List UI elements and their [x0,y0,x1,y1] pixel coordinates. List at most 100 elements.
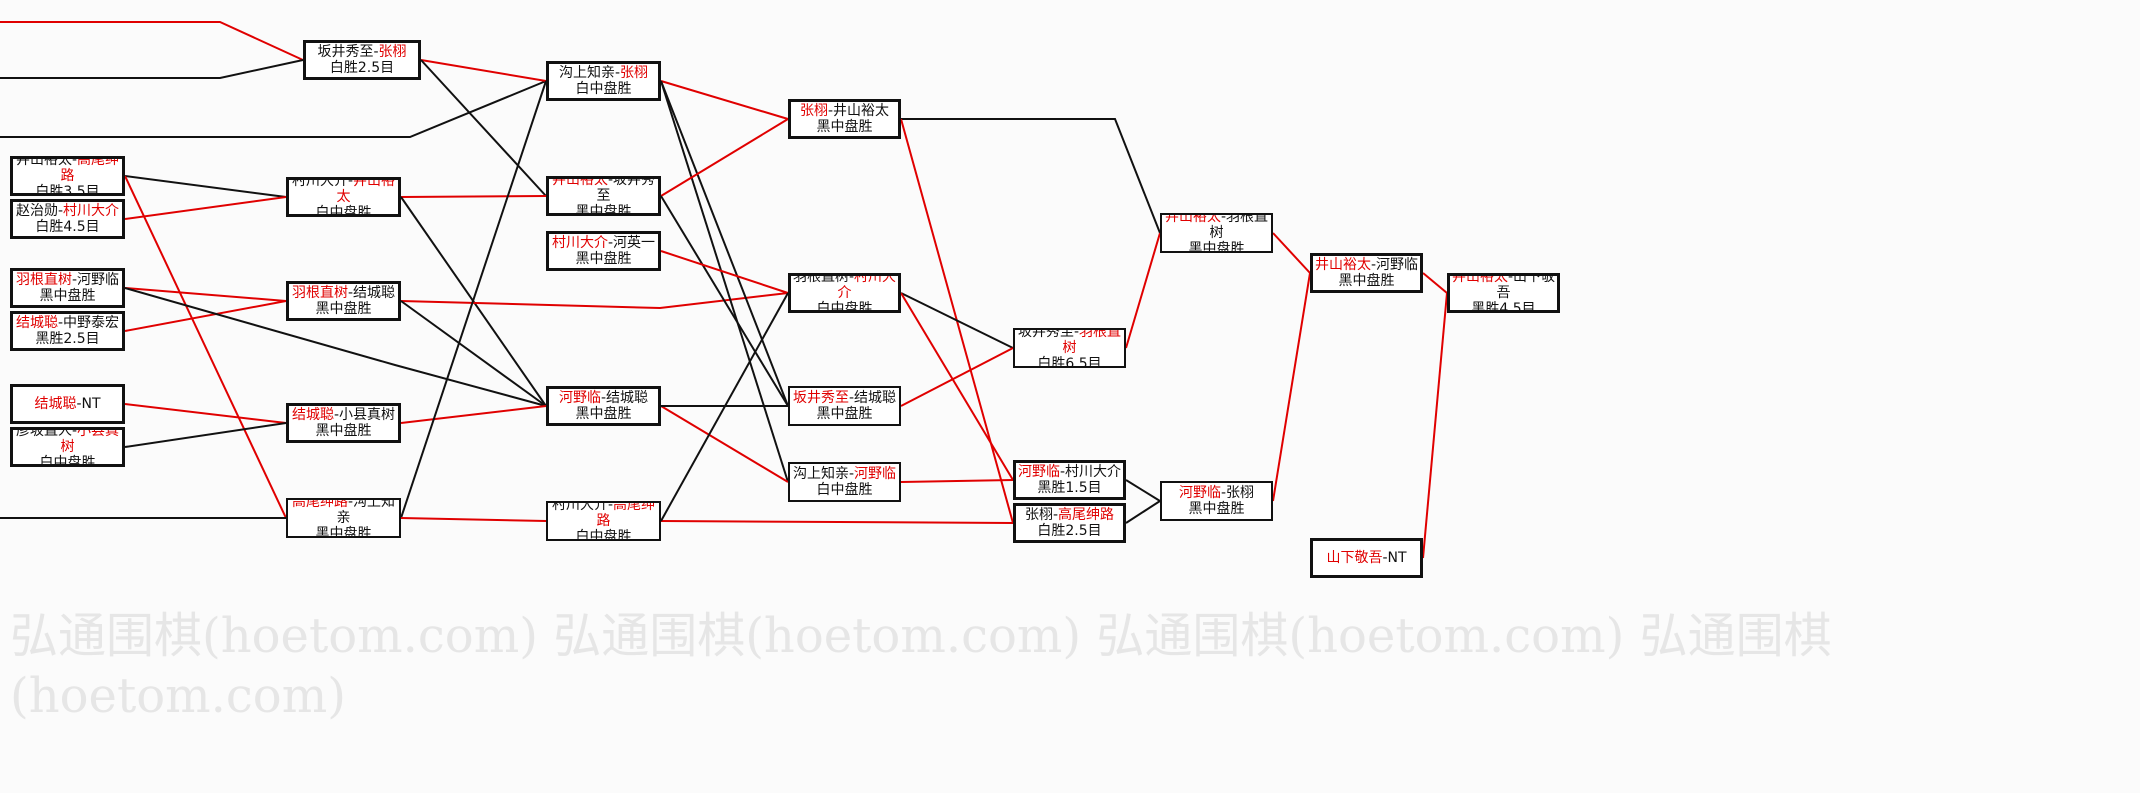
match-box-c5: 村川大介-高尾绅路白中盘胜 [546,501,661,541]
winner-connector-line [900,292,1014,481]
loser-connector-line [0,80,547,138]
player-white: 高尾绅路 [1058,507,1115,523]
player-black: 村川大介 [551,501,608,513]
match-players: 坂井秀至-结城聪 [790,390,899,406]
player-white: 小县真树 [60,427,120,455]
player-black: 井山裕太 [1164,213,1221,225]
match-result: 白中盘胜 [39,455,96,467]
player-white: 张栩 [1226,485,1255,501]
match-players: 井山裕太-坂井秀至 [549,176,658,204]
match-result: 白中盘胜 [816,482,873,498]
player-white: 张栩 [378,44,407,60]
match-players: 山下敬吾-NT [1313,550,1420,566]
player-white: 羽根直树 [1209,213,1269,241]
match-players: 赵治勋-村川大介 [13,203,122,219]
player-black: 河野临 [1017,464,1060,480]
match-result: 白胜3.5目 [35,184,100,196]
match-result: 黑中盘胜 [39,288,96,304]
match-result: 白胜6.5目 [1037,356,1102,368]
player-black: 结城聪 [15,315,58,331]
match-players: 河野临-张栩 [1162,485,1271,501]
separator: - [607,501,614,513]
match-box-b2: 村川大介-井山裕太白中盘胜 [286,177,401,217]
loser-connector-line [400,80,547,519]
separator: - [347,285,354,301]
winner-connector-line [660,118,789,197]
match-players: 村川大介-井山裕太 [289,177,398,205]
separator: - [848,466,855,482]
match-result: 白胜2.5目 [329,60,395,76]
match-box-d4: 沟上知亲-河野临白中盘胜 [788,462,901,502]
match-result: 白中盘胜 [816,301,873,313]
match-players: 结城聪-NT [13,396,122,412]
winner-connector-line [660,250,789,294]
match-box-d1: 张栩-井山裕太黑中盘胜 [788,99,901,139]
winner-connector-line [124,403,287,424]
match-result: 黑胜4.5目 [1471,301,1536,313]
match-box-g2: 山下敬吾-NT [1310,538,1423,578]
player-white: 井山裕太 [336,177,396,205]
separator: - [848,273,855,285]
winner-connector-line [400,405,547,424]
winner-connector-line [660,520,1014,524]
separator: - [1220,485,1227,501]
separator: - [607,235,614,251]
separator: - [373,44,379,60]
player-white: 坂井秀至 [596,176,656,204]
match-box-c4: 河野临-结城聪黑中盘胜 [546,386,661,426]
separator: - [1220,213,1227,225]
match-result: 白中盘胜 [315,205,372,217]
player-black: 坂井秀至 [792,390,849,406]
match-result: 白中盘胜 [575,529,632,541]
player-black: 彦坂直人 [15,427,72,439]
match-result: 黑中盘胜 [315,301,372,317]
loser-connector-line [1125,479,1161,502]
player-white: 村川大介 [1065,464,1122,480]
player-white: NT [1387,550,1407,566]
winner-connector-line [1125,232,1161,349]
separator: - [57,203,64,219]
match-result: 黑中盘胜 [575,204,632,216]
match-result: 白胜4.5目 [35,219,100,235]
match-box-d3: 坂井秀至-结城聪黑中盘胜 [788,386,901,426]
match-result: 黑中盘胜 [1338,273,1395,289]
winner-connector-line [1272,272,1311,502]
match-box-e1: 坂井秀至-羽根直树白胜6.5目 [1013,328,1126,368]
player-white: 村川大介 [837,273,897,301]
separator: - [71,156,78,168]
winner-connector-line [124,175,287,519]
match-box-f1: 井山裕太-羽根直树黑中盘胜 [1160,213,1273,253]
match-players: 村川大介-河英一 [549,235,658,251]
player-white: 河野临 [854,466,897,482]
player-white: 沟上知亲 [336,498,396,526]
player-black: 结城聪 [34,396,77,412]
match-players: 张栩-井山裕太 [791,103,898,119]
player-black: 张栩 [799,103,828,119]
match-box-c2: 井山裕太-坂井秀至黑中盘胜 [546,176,661,216]
player-black: 羽根直树 [15,272,72,288]
match-result: 黑中盘胜 [816,406,873,422]
match-result: 黑中盘胜 [315,423,372,439]
player-black: 结城聪 [291,407,334,423]
winner-connector-line [660,80,789,120]
player-black: 赵治勋 [15,203,58,219]
match-box-c1: 沟上知亲-张栩白中盘胜 [546,61,661,101]
match-box-a1: 井山裕太-高尾绅路白胜3.5目 [10,156,125,196]
player-white: 结城聪 [606,390,649,406]
match-result: 白中盘胜 [575,81,632,97]
player-white: 山下敬吾 [1496,273,1556,301]
separator: - [1059,464,1066,480]
separator: - [607,176,614,188]
player-black: 村川大介 [291,177,348,189]
separator: - [1370,257,1377,273]
separator: - [57,315,64,331]
separator: - [827,103,834,119]
separator: - [1052,507,1059,523]
match-box-e3: 张栩-高尾绅路白胜2.5目 [1013,503,1126,543]
match-result: 黑中盘胜 [575,406,632,422]
loser-connector-line [124,422,287,448]
player-black: 河野临 [558,390,601,406]
player-black: 山下敬吾 [1326,550,1383,566]
winner-connector-line [900,347,1014,407]
match-result: 白胜2.5目 [1037,523,1102,539]
